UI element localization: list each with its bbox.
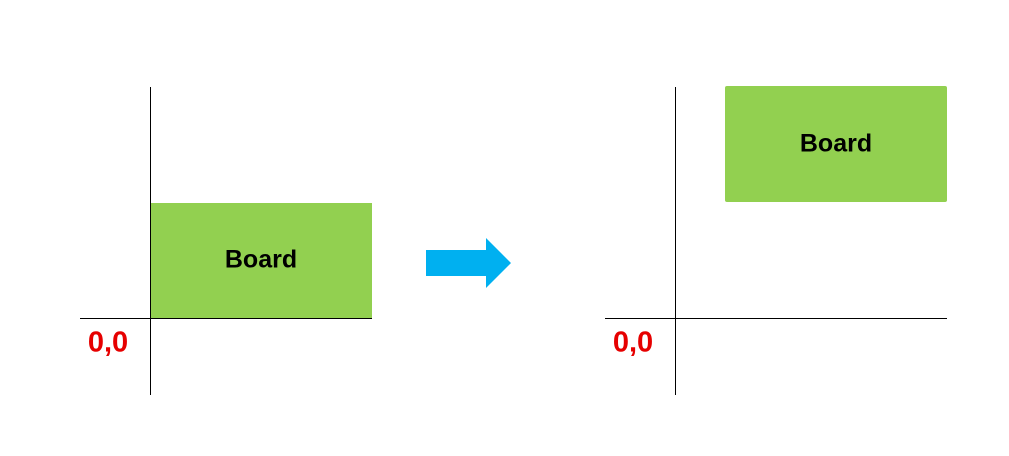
origin-label-after: 0,0	[613, 327, 653, 359]
board-rect-after	[725, 86, 947, 202]
right-arrow-icon	[426, 238, 511, 288]
board-rect-before	[150, 203, 372, 318]
origin-label-before: 0,0	[88, 327, 128, 359]
panel-after: Board 0,0	[605, 86, 947, 395]
board-label-before: Board	[225, 246, 297, 274]
board-label-after: Board	[800, 130, 872, 158]
panel-before: Board 0,0	[80, 87, 372, 395]
